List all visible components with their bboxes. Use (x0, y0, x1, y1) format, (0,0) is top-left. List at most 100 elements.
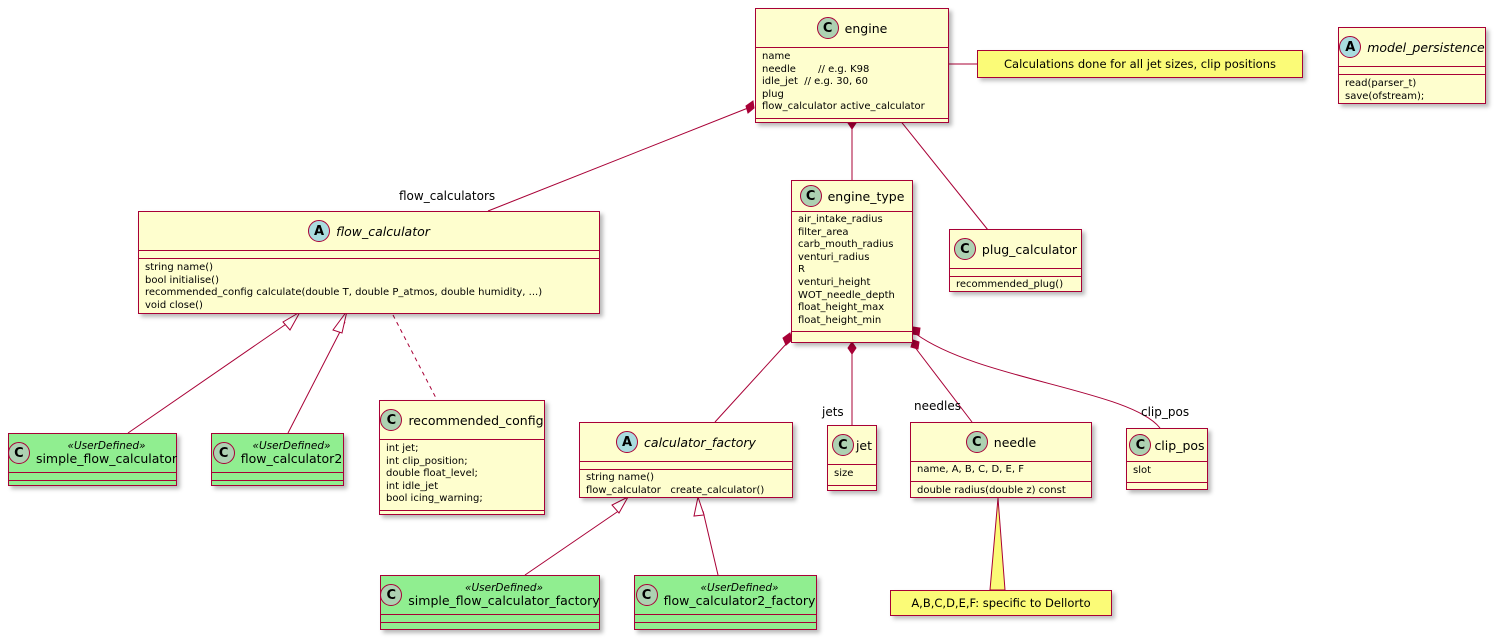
class-title: jet (855, 437, 873, 453)
inheritance-arrow (693, 495, 705, 517)
class-icon: C (212, 442, 235, 464)
method: recommended_config calculate(double T, d… (145, 287, 543, 299)
abstract-class-icon: A (308, 220, 331, 242)
attribute: name (762, 51, 791, 62)
flow-calculator2-class[interactable]: C «UserDefined»flow_calculator2 (211, 433, 344, 486)
attribute: float_height_max (798, 302, 885, 314)
attribute: plug (762, 88, 784, 100)
method: string name() (586, 472, 655, 483)
attribute: needle // e.g. K98 (762, 63, 870, 75)
abstract-class-icon: A (616, 431, 639, 453)
class-title: simple_flow_calculator (35, 450, 178, 466)
class-title: simple_flow_calculator_factory (408, 592, 600, 608)
recommended-config-dependency (392, 314, 438, 401)
attribute: float_height_min (798, 314, 882, 326)
stereotype: «UserDefined» (252, 439, 331, 452)
attribute: name, A, B, C, D, E, F (917, 464, 1024, 475)
attribute: slot (1133, 465, 1152, 476)
method: read(parser_t) (1345, 78, 1417, 89)
method: bool initialise() (145, 274, 219, 286)
engine-type-needle-link (913, 345, 973, 423)
class-icon: C (816, 17, 839, 39)
flow-calculator2-factory-class[interactable]: C«UserDefined»flow_calculator2_factory (634, 575, 817, 630)
flow-calculators-label: flow_calculators (399, 189, 496, 203)
class-icon: C (799, 185, 822, 207)
note-text: Calculations done for all jet sizes, cli… (1004, 57, 1276, 71)
class-title: needle (993, 434, 1037, 450)
class-title: flow_calculator2 (240, 450, 343, 466)
class-icon: C (965, 431, 988, 453)
jets-label: jets (822, 405, 844, 419)
method: string name() (145, 262, 214, 273)
attribute: size (834, 468, 854, 479)
simple-flow-calculator-inheritance (127, 319, 293, 434)
class-icon: C (380, 409, 403, 431)
method: recommended_plug() (956, 279, 1064, 290)
class-icon: C (380, 584, 403, 606)
needle-note-connector (989, 497, 1006, 591)
class-title: engine_type (827, 188, 905, 204)
method: double radius(double z) const (917, 484, 1066, 496)
engine-type-clip-pos-link (915, 333, 1161, 429)
simple-flow-calculator-factory-class[interactable]: C «UserDefined»simple_flow_calculator_fac… (380, 575, 600, 630)
stereotype: «UserDefined» (464, 581, 543, 594)
class-title: clip_pos (1154, 437, 1205, 453)
attribute: double float_level; (386, 468, 478, 480)
method: save(ofstream); (1345, 90, 1425, 102)
attribute: filter_area (798, 226, 849, 238)
attribute: idle_jet // e.g. 30, 60 (762, 76, 869, 88)
class-icon: C (831, 434, 854, 456)
composition-diamond (911, 326, 921, 336)
clip-pos-label: clip_pos (1141, 405, 1190, 419)
class-title: plug_calculator (981, 241, 1078, 257)
needle-note: A,B,C,D,E,F: specific to Dellorto (890, 590, 1112, 616)
inheritance-arrow (611, 495, 630, 514)
attribute: int jet; (386, 443, 419, 454)
attribute: bool icing_warning; (386, 493, 483, 505)
class-title: model_persistence (1367, 39, 1485, 55)
attribute: flow_calculator active_calculator (762, 101, 925, 113)
engine-note: Calculations done for all jet sizes, cli… (977, 50, 1303, 78)
class-title: engine (844, 20, 888, 36)
class-title: calculator_factory (644, 434, 756, 450)
abstract-class-icon: A (1339, 36, 1362, 58)
flow-calculator2-factory-inheritance (702, 510, 719, 576)
class-icon: C (953, 238, 976, 260)
engine-type-calculator-factory-link (714, 342, 788, 423)
class-title: flow_calculator2_factory (663, 592, 816, 608)
attribute: int idle_jet (386, 480, 439, 492)
attribute: WOT_needle_depth (798, 289, 895, 301)
class-title: flow_calculator (336, 223, 430, 239)
attribute: R (798, 264, 805, 276)
method: void close() (145, 299, 203, 311)
attribute: venturi_height (798, 276, 871, 288)
stereotype: «UserDefined» (67, 439, 146, 452)
inheritance-arrow (282, 310, 302, 331)
stereotype: «UserDefined» (700, 581, 779, 594)
composition-diamond (745, 100, 755, 114)
class-title: recommended_config (408, 412, 544, 428)
needles-label: needles (914, 399, 961, 413)
inheritance-arrow (332, 310, 348, 334)
engine-flow-calculators-link (487, 107, 749, 212)
engine-plug-calculator-link (898, 118, 989, 231)
class-icon: C (1129, 434, 1152, 456)
composition-diamond (847, 341, 857, 355)
composition-diamond (910, 339, 920, 350)
simple-flow-calculator-class[interactable]: C«UserDefined»simple_flow_calculator (7, 433, 178, 486)
note-text: A,B,C,D,E,F: specific to Dellorto (911, 596, 1091, 610)
attribute: air_intake_radius (798, 214, 883, 225)
attribute: carb_mouth_radius (798, 239, 894, 251)
